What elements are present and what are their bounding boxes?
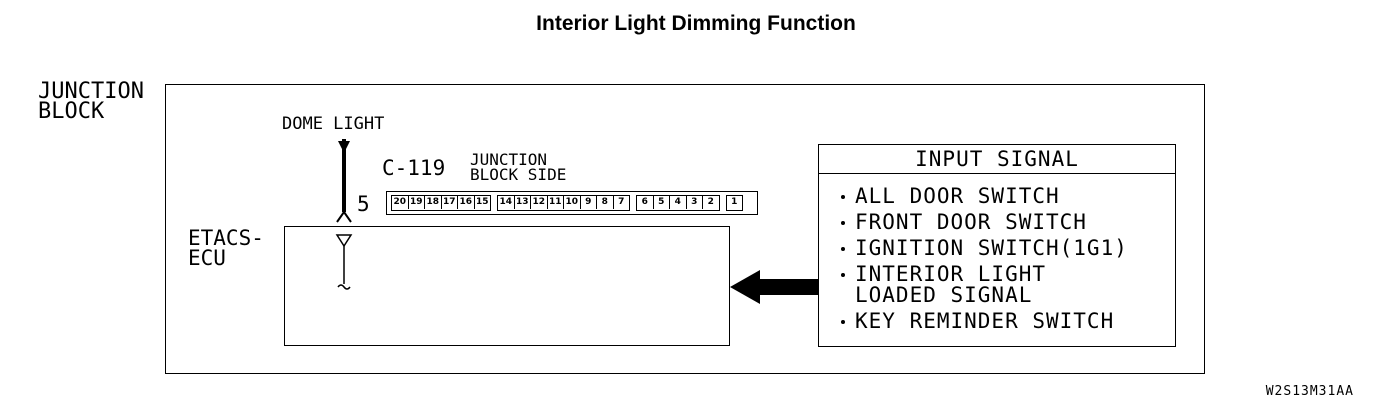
connector-pin: 6 [637, 196, 654, 209]
signal-item-ignition-switch: IGNITION SWITCH(1G1) [855, 236, 1128, 260]
ecu-label-line1: ETACS- [188, 226, 264, 250]
connector-pin: 3 [687, 196, 703, 209]
connector-id: C-119 [382, 156, 446, 180]
connector-pin: 7 [618, 197, 625, 207]
input-signal-header: INPUT SIGNAL [819, 145, 1175, 174]
connector-side-label-line2: BLOCK SIDE [470, 165, 567, 184]
connector-pin: 18 [425, 196, 442, 209]
bullet-front-door-switch [841, 221, 845, 225]
dome-light-label: DOME LIGHT [282, 114, 385, 134]
connector-pin: 19 [409, 196, 425, 209]
bullet-interior-light-loaded-signal [841, 273, 845, 277]
junction-block-label: JUNCTION BLOCK [38, 79, 144, 124]
etacs-ecu-box [284, 226, 730, 346]
connector-pin-group: 1 [725, 195, 743, 211]
connector-pin: 17 [442, 196, 458, 209]
input-signal-box: INPUT SIGNAL ALL DOOR SWITCH FRONT DOOR … [818, 144, 1176, 347]
connector-pin: 1 [731, 197, 738, 207]
signal-item-loaded-signal: LOADED SIGNAL [855, 283, 1033, 307]
connector-pin: 2 [707, 197, 714, 207]
signal-item-front-door-switch: FRONT DOOR SWITCH [855, 210, 1087, 234]
connector-pin: 5 [654, 196, 670, 209]
dome-light-terminal-number: 5 [357, 192, 370, 216]
junction-block-label-line1: JUNCTION [38, 79, 144, 104]
connector-side-label-line1: JUNCTION [470, 150, 548, 169]
bullet-key-reminder-switch [841, 320, 845, 324]
signal-item-key-reminder-switch: KEY REMINDER SWITCH [855, 309, 1115, 333]
connector-pin: 4 [670, 196, 687, 209]
connector-pin: 15 [475, 197, 489, 207]
junction-block-outline [165, 84, 1205, 374]
ecu-label: ETACS- ECU [188, 226, 264, 270]
connector-pin: 12 [531, 196, 548, 209]
figure-code: W2S13M31AA [1265, 384, 1354, 399]
connector-pin: 14 [498, 196, 515, 209]
connector-pin: 13 [515, 196, 531, 209]
signal-item-all-door-switch: ALL DOOR SWITCH [855, 184, 1060, 208]
connector-pin: 8 [597, 196, 614, 209]
bullet-ignition-switch [841, 247, 845, 251]
connector-pin: 9 [581, 196, 597, 209]
junction-block-label-line2: BLOCK [38, 99, 105, 124]
connector-pin: 16 [458, 196, 475, 209]
connector-pin: 20 [392, 196, 409, 209]
ecu-label-line2: ECU [188, 246, 226, 270]
connector-pin: 10 [564, 196, 581, 209]
connector-pin: 11 [548, 196, 564, 209]
connector-side-label: JUNCTION BLOCK SIDE [470, 150, 567, 184]
page-title: Interior Light Dimming Function [536, 12, 856, 35]
bullet-all-door-switch [841, 195, 845, 199]
signal-item-interior-light: INTERIOR LIGHT [855, 262, 1047, 286]
